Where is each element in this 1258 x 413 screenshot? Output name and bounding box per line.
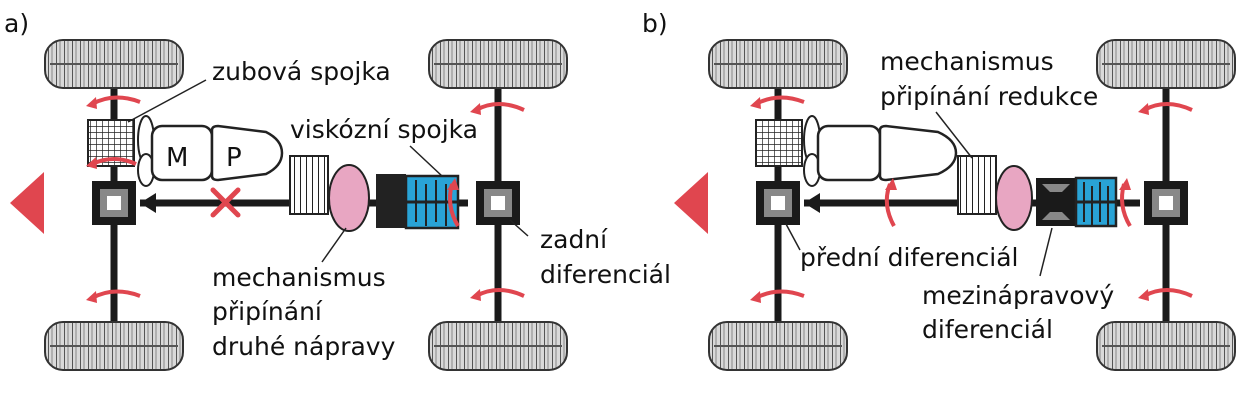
panel-label: b) <box>642 9 668 38</box>
engine-gearbox: M P <box>137 115 284 187</box>
rotation-arrow-head <box>1138 289 1149 301</box>
rotation-arrow-head <box>1119 178 1131 190</box>
front-diff-label: přední diferenciál <box>800 243 1019 272</box>
mechanism-label-line1: mechanismus <box>212 263 386 292</box>
disconnect-cross-icon <box>210 187 241 218</box>
center-differential <box>1036 176 1118 228</box>
gearbox-label: P <box>226 143 242 173</box>
rotation-arrow-head <box>470 289 481 301</box>
transfer-mechanism <box>995 165 1033 231</box>
viscous-coupling-label: viskózní spojka <box>290 115 478 144</box>
reduction-mechanism-label-line2: připínání redukce <box>880 82 1098 111</box>
front-differential <box>756 181 800 225</box>
rotation-arrow-head <box>447 178 459 190</box>
panel-a: a) <box>4 9 671 371</box>
wheel-icon <box>428 321 568 371</box>
rotation-arrow-head <box>86 291 97 303</box>
wheel-icon <box>428 39 568 89</box>
viscous-coupling <box>376 174 460 230</box>
shaft-arrowhead <box>804 193 820 213</box>
center-diff-label-line2: diferenciál <box>922 315 1053 344</box>
rotation-arrow-head <box>750 97 761 109</box>
mechanism-label-line3: druhé nápravy <box>212 332 396 361</box>
reduction-mechanism-label-line1: mechanismus <box>880 47 1054 76</box>
dog-clutch-label: zubová spojka <box>212 57 391 86</box>
leader-lines <box>785 111 1053 277</box>
wheel-icon <box>708 39 848 89</box>
wheel-icon <box>44 39 184 89</box>
wheel-icon <box>1096 321 1236 371</box>
plate-clutch <box>957 155 997 215</box>
rotation-arrow-head <box>470 103 481 115</box>
wheel-icon <box>708 321 848 371</box>
leader-lines <box>127 79 529 263</box>
plate-clutch <box>289 155 329 215</box>
center-diff-label-line1: mezinápravový <box>922 281 1114 310</box>
dog-clutch <box>755 119 803 167</box>
rotation-arrow-head <box>86 157 97 169</box>
transfer-mechanism <box>328 164 370 232</box>
rotation-arrow-head <box>86 97 97 109</box>
wheel-icon <box>1096 39 1236 89</box>
rear-differential <box>476 181 520 225</box>
shaft-arrowhead <box>140 193 156 213</box>
wheel-icon <box>44 321 184 371</box>
rear-differential <box>1144 181 1188 225</box>
direction-arrow-icon <box>674 172 708 234</box>
panel-b: b) <box>642 9 1236 371</box>
rotation-arrow-head <box>1138 103 1149 115</box>
direction-arrow-icon <box>10 172 44 234</box>
rear-diff-label-line2: diferenciál <box>540 260 671 289</box>
engine-label: M <box>166 143 188 173</box>
rotation-arrow-head <box>750 291 761 303</box>
mechanism-label-line2: připínání <box>212 297 323 326</box>
rotation-arrow-head <box>885 178 897 190</box>
engine-gearbox <box>803 115 958 187</box>
front-differential <box>92 181 136 225</box>
panel-label: a) <box>4 9 29 38</box>
rear-diff-label-line1: zadní <box>540 225 608 254</box>
